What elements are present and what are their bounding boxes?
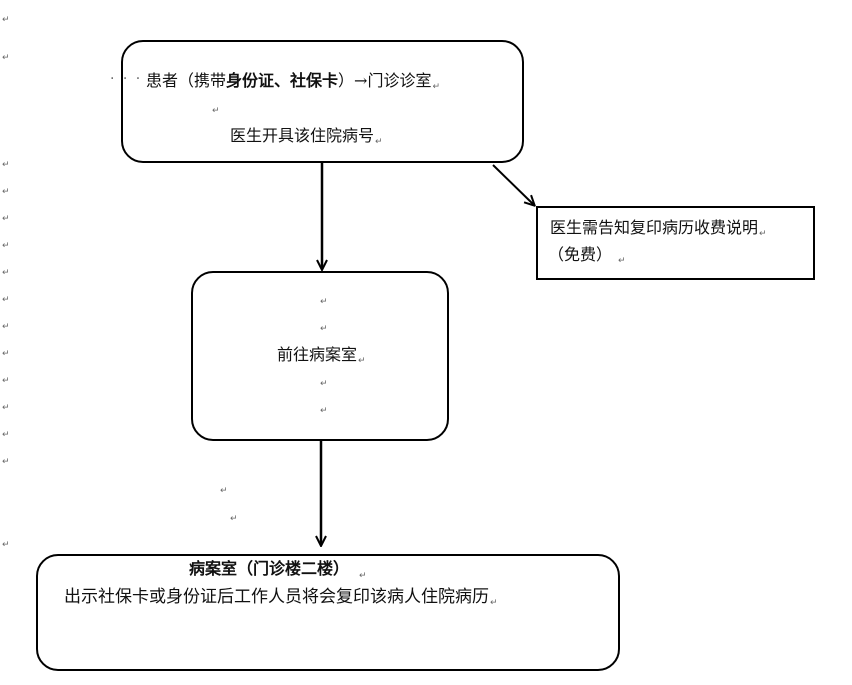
side-note-line2-text: （免费） <box>548 245 613 264</box>
paragraph-mark: ↵ <box>2 160 10 170</box>
paragraph-mark: ↵ <box>359 571 367 581</box>
paragraph-mark: ↵ <box>2 15 10 25</box>
paragraph-mark: ↵ <box>618 256 626 266</box>
paragraph-mark: ↵ <box>2 241 10 251</box>
paragraph-mark: ↵ <box>2 457 10 467</box>
side-note-line2: （免费） ↵ <box>548 245 626 266</box>
paragraph-mark: ↵ <box>2 322 10 332</box>
paragraph-mark: ↵ <box>2 430 10 440</box>
paragraph-mark: ↵ <box>2 403 10 413</box>
step-box-records-office-title: 病案室（门诊楼二楼） ↵ <box>189 559 367 581</box>
step2-text: 前往病案室 <box>277 345 358 364</box>
step-box-outpatient <box>121 40 524 163</box>
paragraph-mark: ↵ <box>2 214 10 224</box>
paragraph-mark: ↵ <box>2 295 10 305</box>
step1-text-start: 患者（携带 <box>146 71 227 90</box>
paragraph-mark: ↵ <box>2 349 10 359</box>
arrow-box1-to-side-box <box>492 164 534 205</box>
paragraph-mark: ↵ <box>320 297 328 307</box>
paragraph-mark: ↵ <box>2 187 10 197</box>
leader-dots: · · · <box>110 71 143 87</box>
step1-text-bold-documents: 身份证、社保卡 <box>226 71 339 90</box>
paragraph-mark: ↵ <box>320 324 328 334</box>
paragraph-mark: ↵ <box>320 379 328 389</box>
paragraph-mark: ↵ <box>2 376 10 386</box>
step1-text-end: ）→门诊诊室 <box>338 71 432 90</box>
paragraph-mark: ↵ <box>2 540 10 550</box>
step-box-records-office-body: 出示社保卡或身份证后工作人员将会复印该病人住院病历↵ <box>64 587 498 608</box>
side-note-line1-text: 医生需告知复印病历收费说明 <box>550 218 759 237</box>
paragraph-mark: ↵ <box>375 137 383 147</box>
step3-title-text: 病案室（门诊楼二楼） <box>189 559 350 578</box>
paragraph-mark: ↵ <box>2 53 10 63</box>
paragraph-mark: ↵ <box>490 598 498 608</box>
paragraph-mark: ↵ <box>358 356 366 366</box>
step-box-records-office <box>36 554 620 671</box>
step1-line2-text: 医生开具该住院病号 <box>230 126 375 145</box>
paragraph-mark: ↵ <box>320 406 328 416</box>
paragraph-mark: ↵ <box>759 229 767 239</box>
paragraph-mark: ↵ <box>432 82 440 92</box>
step3-body-text: 出示社保卡或身份证后工作人员将会复印该病人住院病历 <box>64 587 489 607</box>
side-note-line1: 医生需告知复印病历收费说明↵ <box>550 218 767 239</box>
step-box-records-room <box>191 271 449 441</box>
step-box-outpatient-line1: 患者（携带身份证、社保卡）→门诊诊室↵ <box>146 71 440 92</box>
paragraph-mark: ↵ <box>2 268 10 278</box>
step-box-outpatient-line2: 医生开具该住院病号↵ <box>230 126 383 147</box>
side-note-box <box>536 206 815 280</box>
paragraph-mark: ↵ <box>220 486 228 496</box>
paragraph-mark: ↵ <box>230 514 238 524</box>
paragraph-mark: ↵ <box>212 106 220 116</box>
step-box-records-room-text: 前往病案室↵ <box>277 345 366 366</box>
